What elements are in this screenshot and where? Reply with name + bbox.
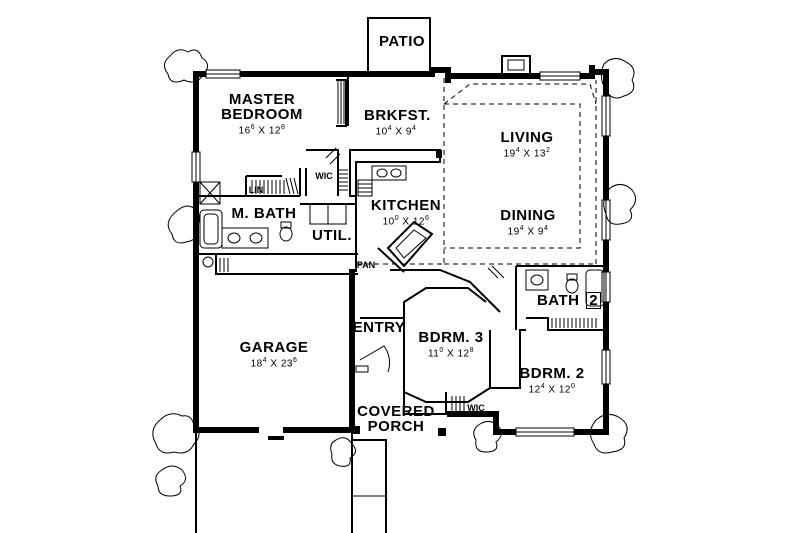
patio-label: PATIO (378, 33, 426, 50)
garage-door-mark (268, 436, 284, 440)
landscape-trees (152, 49, 636, 497)
dining-label: DINING 194 X 94 (490, 208, 566, 237)
entry-label: ENTRY (352, 319, 406, 336)
kitchen-dims: 100 X 126 (382, 215, 430, 228)
windows (191, 69, 611, 437)
dining-dims: 194 X 94 (507, 225, 549, 238)
master-bedroom-label: MASTER BEDROOM 166 X 128 (212, 92, 312, 136)
bath-2-number: 2 (586, 292, 602, 309)
bath-fixtures (199, 181, 605, 307)
bedroom-3-wic-label: WIC (467, 403, 485, 413)
bath-2-label: BATH 2 (536, 292, 602, 309)
bedroom-3-label: BDRM. 3 110 X 128 (414, 330, 488, 359)
kitchen-fixtures (309, 150, 442, 268)
breakfast-dims: 104 X 94 (375, 125, 417, 138)
patio-slab (367, 17, 431, 72)
breakfast-label: BRKFST. 104 X 94 (364, 107, 431, 138)
walkway (195, 430, 387, 533)
master-bath-label: M. BATH (231, 205, 297, 222)
interior-walls (196, 76, 606, 432)
master-bedroom-dims: 166 X 128 (238, 124, 286, 137)
garage-dims: 184 X 236 (250, 357, 298, 370)
bedroom-3-dims: 110 X 128 (427, 347, 475, 360)
bedroom-2-dims: 124 X 120 (528, 383, 576, 396)
master-wic-label: WIC (315, 171, 333, 181)
living-label: LIVING 194 X 132 (492, 130, 562, 159)
kitchen-label: KITCHEN 100 X 126 (368, 198, 444, 227)
fireplace (501, 55, 531, 77)
entry-door (352, 345, 450, 436)
utility-label: UTIL. (312, 227, 352, 244)
closet-hatching (215, 80, 597, 412)
ceiling-outline (356, 78, 597, 265)
garage-label: GARAGE 184 X 236 (226, 340, 322, 369)
bedroom-2-label: BDRM. 2 124 X 120 (512, 366, 592, 395)
covered-porch-label: COVERED PORCH (357, 403, 435, 435)
linen-label: LIN (248, 185, 264, 195)
living-dims: 194 X 132 (503, 147, 551, 160)
pantry-label: PAN (356, 260, 376, 270)
